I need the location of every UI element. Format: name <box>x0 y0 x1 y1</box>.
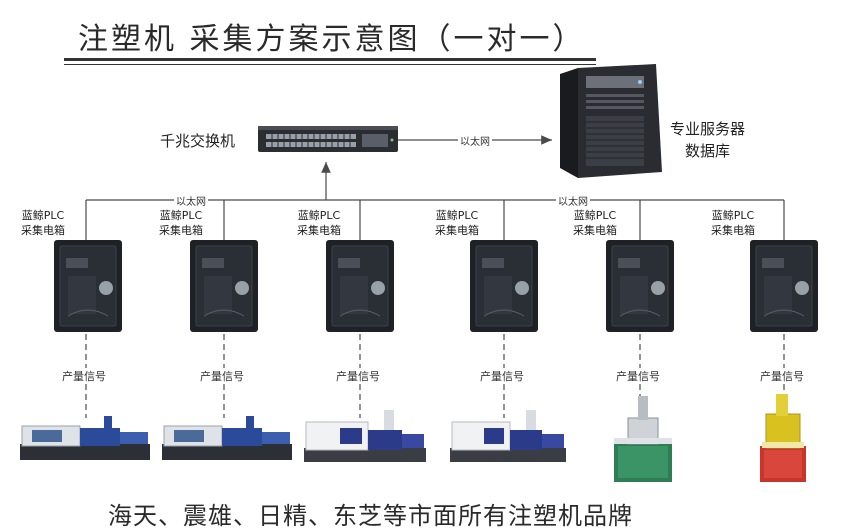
injection-machine-icon-5 <box>614 396 672 482</box>
plc-cabinet-icon-3 <box>326 240 394 332</box>
box-label-6-line1: 蓝鲸PLC <box>711 209 755 222</box>
box-label-5-line1: 蓝鲸PLC <box>573 209 617 222</box>
plc-cabinet-icon-4 <box>470 240 538 332</box>
signal-label-4: 产量信号 <box>478 368 526 384</box>
signal-label-3: 产量信号 <box>334 368 382 384</box>
injection-machine-icon-2 <box>162 416 292 460</box>
box-label-5: 蓝鲸PLC 采集电箱 <box>560 208 630 238</box>
box-label-4: 蓝鲸PLC 采集电箱 <box>422 208 492 238</box>
title-rule-thick <box>64 58 596 61</box>
title-rule-thin <box>64 64 596 65</box>
ethernet-label-right: 以太网 <box>556 193 590 208</box>
box-label-5-line2: 采集电箱 <box>573 224 617 237</box>
box-label-2-line1: 蓝鲸PLC <box>159 209 203 222</box>
injection-machine-icon-4 <box>450 410 566 462</box>
injection-machine-icon-3 <box>304 410 426 462</box>
box-label-2-line2: 采集电箱 <box>159 224 203 237</box>
signal-label-2: 产量信号 <box>198 368 246 384</box>
switch-label: 千兆交换机 <box>160 132 236 150</box>
gigabit-switch-icon <box>258 126 398 152</box>
box-label-1-line2: 采集电箱 <box>21 224 65 237</box>
ethernet-label-top: 以太网 <box>458 133 492 148</box>
injection-machine-icon-6 <box>760 394 806 482</box>
server-label: 专业服务器 数据库 <box>670 118 745 162</box>
box-label-4-line2: 采集电箱 <box>435 224 479 237</box>
ethernet-label-left: 以太网 <box>174 193 208 208</box>
signal-label-1: 产量信号 <box>60 368 108 384</box>
diagram-title: 注塑机 采集方案示意图（一对一） <box>78 22 586 57</box>
box-label-6: 蓝鲸PLC 采集电箱 <box>698 208 768 238</box>
server-icon <box>560 64 662 178</box>
plc-cabinet-icon-1 <box>54 240 122 332</box>
server-label-line1: 专业服务器 <box>670 120 746 138</box>
signal-label-6: 产量信号 <box>758 368 806 384</box>
box-label-1: 蓝鲸PLC 采集电箱 <box>8 208 78 238</box>
box-label-6-line2: 采集电箱 <box>711 224 755 237</box>
plc-cabinet-icon-6 <box>750 240 818 332</box>
plc-cabinet-icon-5 <box>606 240 674 332</box>
box-label-1-line1: 蓝鲸PLC <box>21 209 65 222</box>
box-label-3-line1: 蓝鲸PLC <box>297 209 341 222</box>
plc-cabinet-icon-2 <box>190 240 258 332</box>
injection-machine-icon-1 <box>20 416 150 460</box>
brand-footer: 海天、震雄、日精、东芝等市面所有注塑机品牌 <box>108 502 633 530</box>
box-label-4-line1: 蓝鲸PLC <box>435 209 479 222</box>
box-label-3-line2: 采集电箱 <box>297 224 341 237</box>
box-label-3: 蓝鲸PLC 采集电箱 <box>284 208 354 238</box>
signal-label-5: 产量信号 <box>614 368 662 384</box>
box-label-2: 蓝鲸PLC 采集电箱 <box>146 208 216 238</box>
server-label-line2: 数据库 <box>685 142 731 160</box>
